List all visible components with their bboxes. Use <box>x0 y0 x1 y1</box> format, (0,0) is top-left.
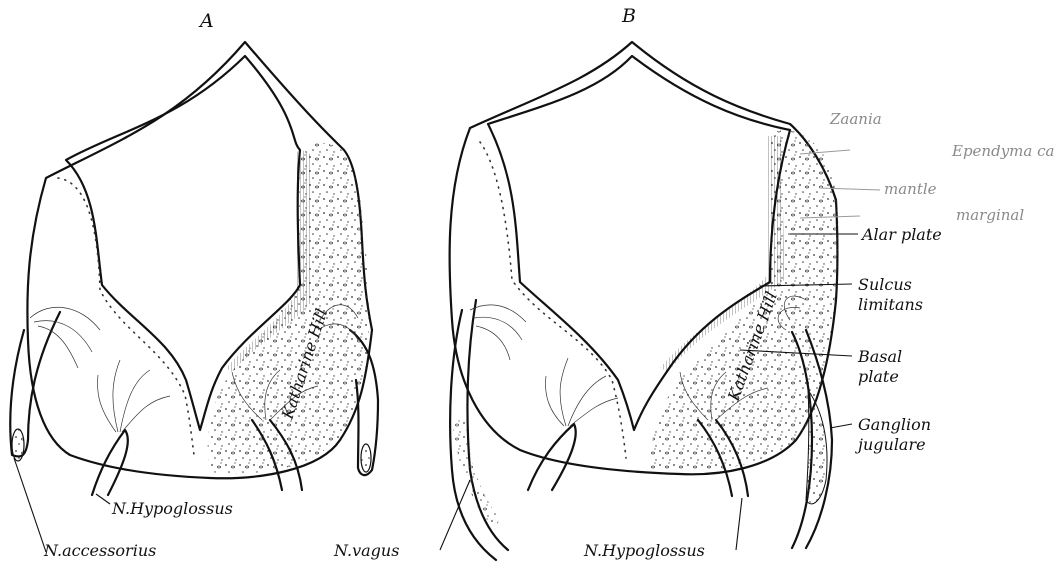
note-marginal: marginal <box>956 206 1024 224</box>
handwritten-notes: Zaania Ependyma ca mantle marginal <box>829 110 1054 224</box>
panel-a: A Katharine Hill <box>10 10 378 495</box>
label-hypoglossus-a: N.Hypoglossus <box>111 499 233 518</box>
leader-lines <box>14 150 880 552</box>
label-accessorius: N.accessorius <box>43 541 156 560</box>
label-vagus: N.vagus <box>333 541 399 560</box>
panel-a-label: A <box>198 10 214 32</box>
label-limitans: limitans <box>858 295 923 314</box>
note-zaania: Zaania <box>829 110 882 128</box>
label-basal: Basal <box>857 347 902 366</box>
label-plate: plate <box>858 367 899 386</box>
label-ganglion: Ganglion <box>858 415 931 434</box>
label-hypoglossus-b: N.Hypoglossus <box>583 541 705 560</box>
panel-a-ependyma-left <box>58 178 194 455</box>
panel-b-hypoglossus-nerve <box>528 358 618 490</box>
panel-a-accessorius-nerve <box>10 307 100 461</box>
label-sulcus: Sulcus <box>858 275 912 294</box>
label-jugulare: jugulare <box>855 435 926 454</box>
label-alar-plate: Alar plate <box>860 225 942 244</box>
panel-b-ependyma-left <box>480 142 626 458</box>
panel-b-label: B <box>621 5 636 27</box>
note-ependyma: Ependyma ca <box>951 142 1054 160</box>
panel-b-vagus-nerve <box>450 300 526 560</box>
panel-b: B Katharine Hill <box>450 5 839 560</box>
note-mantle: mantle <box>884 180 937 198</box>
